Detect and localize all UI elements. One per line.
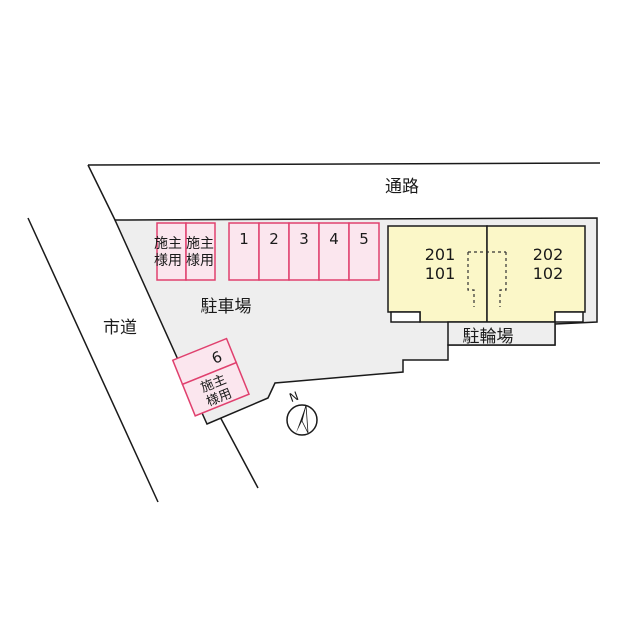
top-road-edge (87, 162, 601, 166)
owner-space-2-label-b: 様用 (186, 253, 214, 269)
parking-space-3-number: 3 (299, 230, 309, 248)
parking-space-5-number: 5 (359, 230, 369, 248)
unit-left-upper: 201 (425, 245, 456, 264)
owner-space-2-label-a: 施主 (186, 236, 214, 252)
building (387, 225, 586, 323)
step-left (390, 311, 421, 323)
owner-space-3 (181, 361, 250, 417)
owner-space-2 (185, 222, 216, 281)
left-road-outer-edge (27, 217, 159, 503)
road-left-label: 市道 (103, 318, 137, 338)
parking-space-5 (348, 222, 380, 281)
north-arrow-icon: N (286, 389, 318, 436)
owner-space-1-label-a: 施主 (154, 236, 182, 252)
interior-dashed-walls (467, 251, 507, 307)
owner-space-1-label-b: 様用 (154, 253, 182, 269)
step-right (554, 311, 584, 323)
north-label: N (287, 389, 300, 405)
parking-spaces (156, 222, 380, 417)
parking-space-3 (288, 222, 320, 281)
bicycle-parking-label: 駐輪場 (463, 327, 514, 347)
unit-left-lower: 101 (425, 264, 456, 283)
unit-right-upper: 202 (533, 245, 564, 264)
bicycle-parking-area (447, 321, 556, 346)
parking-space-1-number: 1 (239, 230, 249, 248)
unit-right-lower: 102 (533, 264, 564, 283)
top-road-inner-edge (87, 164, 116, 221)
parking-space-2-number: 2 (269, 230, 279, 248)
parking-space-4-number: 4 (329, 230, 339, 248)
parking-space-2 (258, 222, 290, 281)
parking-space-1 (228, 222, 260, 281)
road-top-label: 通路 (385, 177, 419, 197)
parking-label: 駐車場 (201, 297, 252, 317)
